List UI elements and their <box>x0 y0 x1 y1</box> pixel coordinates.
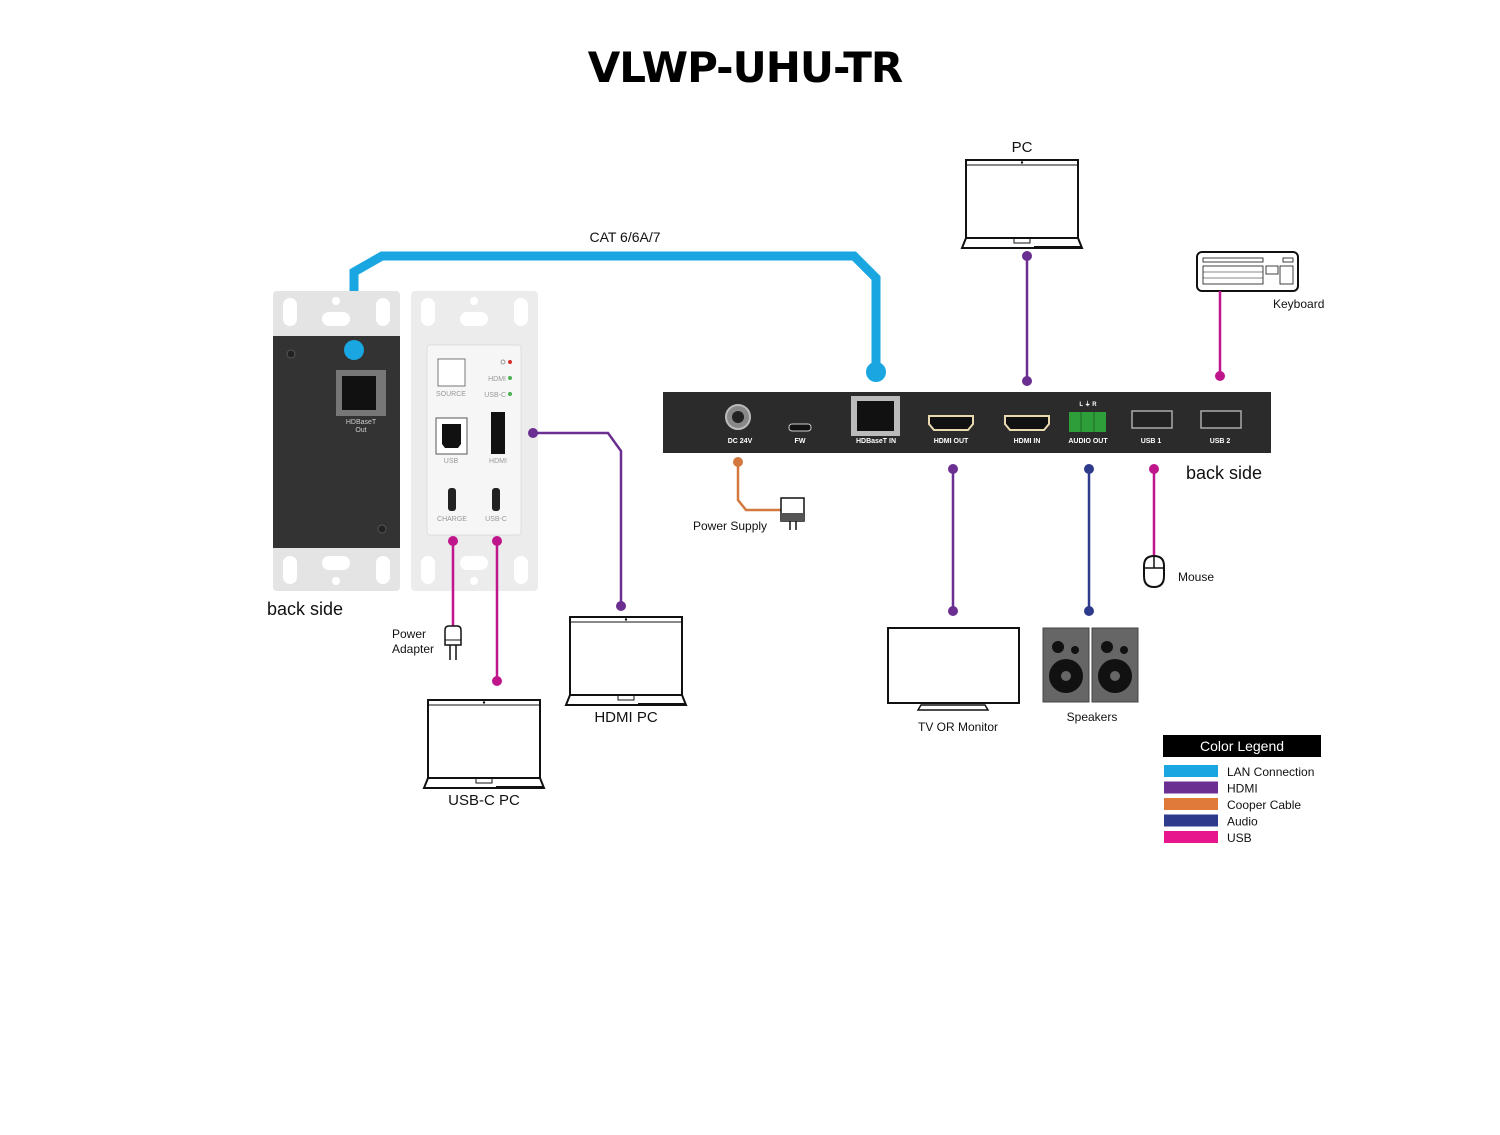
power-supply-label: Power Supply <box>693 519 767 533</box>
usb1-port <box>1131 410 1173 429</box>
wallplate-back: HDBaseT Out <box>273 291 400 591</box>
hdmi-out-port <box>928 415 974 431</box>
hdmi-led <box>508 376 512 380</box>
status-led-red <box>508 360 512 364</box>
hdbaset-out-label-2: Out <box>355 427 366 434</box>
port-label-hdbaset-in: HDBaseT IN <box>856 438 896 445</box>
legend-swatch <box>1164 831 1218 843</box>
port-label-hdmi-out: HDMI OUT <box>934 438 969 445</box>
hdmi-in-port <box>1004 415 1050 431</box>
source-button[interactable] <box>437 358 466 387</box>
legend-label: Audio <box>1227 815 1258 829</box>
keyboard-label: Keyboard <box>1273 297 1324 311</box>
power-supply-icon <box>780 497 805 530</box>
port-label-dc24v: DC 24V <box>728 438 753 445</box>
charge-label: CHARGE <box>437 516 467 523</box>
hdbaset-out-label-1: HDBaseT <box>346 419 377 426</box>
mouse-icon <box>1143 554 1165 589</box>
cable-label: CAT 6/6A/7 <box>589 229 660 245</box>
hdmi-label: HDMI <box>489 458 507 465</box>
legend-swatch <box>1164 765 1218 777</box>
tv-monitor-icon <box>887 627 1020 711</box>
hdmi-cable-wallplate <box>533 431 623 606</box>
usbc-pc-label: USB-C PC <box>448 792 520 809</box>
port-label-usb1: USB 1 <box>1141 438 1162 445</box>
power-cable <box>736 462 782 512</box>
charge-port <box>448 488 456 511</box>
port-label-fw: FW <box>795 438 806 445</box>
lan-endpoint-wallplate <box>344 340 364 360</box>
power-adapter-label-2: Adapter <box>392 642 434 656</box>
usb2-port <box>1200 410 1242 429</box>
power-adapter-icon <box>444 625 462 660</box>
legend-swatch <box>1164 814 1218 827</box>
legend-title: Color Legend <box>1200 738 1284 754</box>
legend-label: USB <box>1227 831 1252 845</box>
legend-label: HDMI <box>1227 782 1258 796</box>
speakers-icon <box>1042 627 1139 703</box>
hdmi-port-front <box>491 412 505 454</box>
receiver-unit: L ⏚ R DC 24V FW HDBaseT IN HDMI OUT HDMI… <box>663 392 1271 453</box>
mouse-label: Mouse <box>1178 570 1214 584</box>
legend-swatch <box>1164 798 1218 810</box>
diagram-title: VLWP-UHU-TR <box>588 43 903 92</box>
usbc-label: USB-C <box>485 516 507 523</box>
audio-out-port <box>1069 412 1106 432</box>
port-label-usb2: USB 2 <box>1210 438 1231 445</box>
keyboard-icon <box>1196 251 1299 292</box>
wallplate-back-side-label: back side <box>267 599 343 619</box>
receiver-back-side-label: back side <box>1186 463 1262 483</box>
usbc-pc-laptop-icon <box>423 699 545 790</box>
hdmi-pc-laptop-icon <box>565 616 687 707</box>
tv-label: TV OR Monitor <box>918 720 998 734</box>
lan-cable <box>349 251 881 372</box>
fw-port <box>788 423 812 432</box>
speakers-label: Speakers <box>1067 710 1118 724</box>
lan-endpoint-receiver <box>866 362 886 382</box>
usb-label: USB <box>444 458 459 465</box>
pc-label: PC <box>1012 139 1033 156</box>
audio-pins-label: L ⏚ R <box>1079 401 1097 408</box>
legend-label: LAN Connection <box>1227 765 1314 779</box>
led-hdmi-label: HDMI <box>488 376 506 383</box>
legend-swatch <box>1164 781 1218 794</box>
usbc-led <box>508 392 512 396</box>
led-usbc-label: USB-C <box>484 392 506 399</box>
wallplate-front: SOURCE HDMI USB-C USB HDMI CHARGE USB-C <box>411 291 538 591</box>
legend-label: Cooper Cable <box>1227 798 1301 812</box>
power-adapter-label-1: Power <box>392 627 426 641</box>
usbc-port-front <box>492 488 500 511</box>
pc-laptop-icon <box>961 159 1083 250</box>
source-label: SOURCE <box>436 391 466 398</box>
hdmi-pc-label: HDMI PC <box>594 709 658 726</box>
port-label-hdmi-in: HDMI IN <box>1014 438 1041 445</box>
port-label-audio-out: AUDIO OUT <box>1068 438 1108 445</box>
